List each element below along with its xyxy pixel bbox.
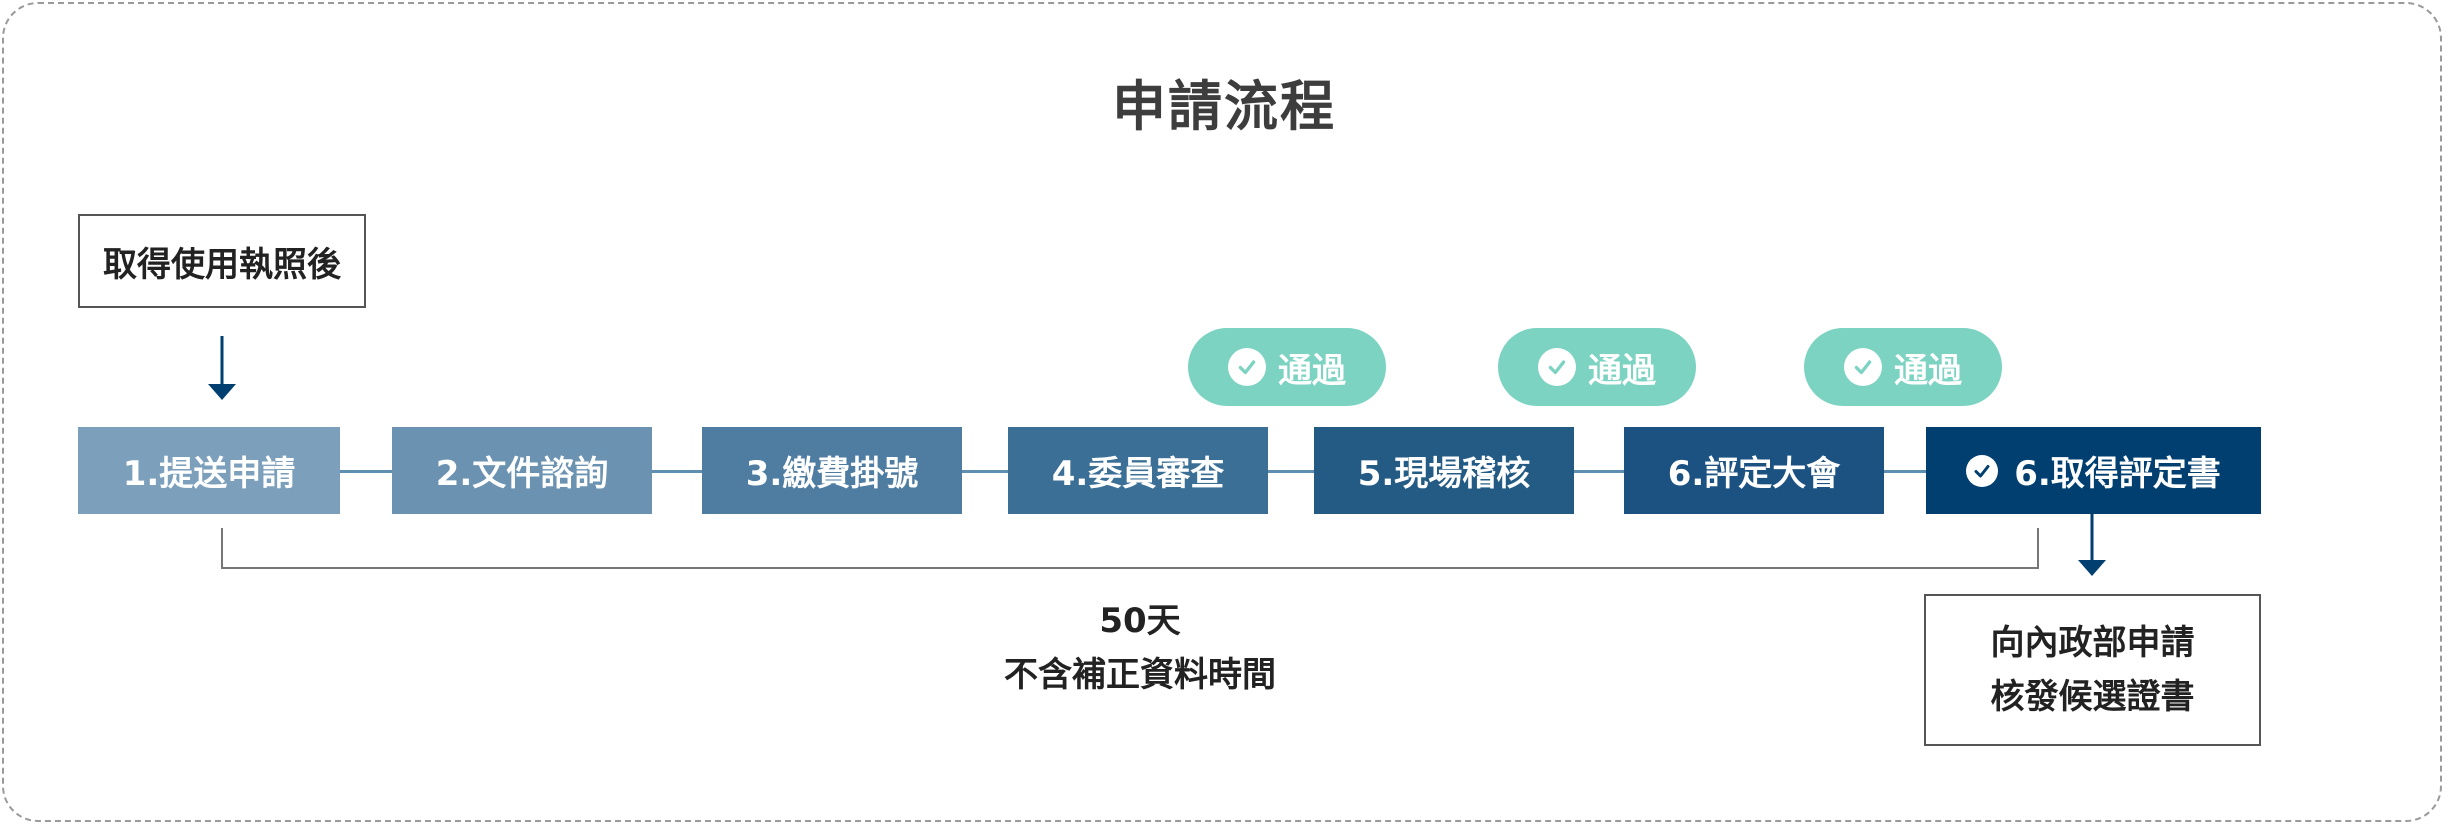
pass-badge: 通過 [1188,328,1386,406]
step-3-fee-registration: 3.繳費掛號 [702,427,962,514]
duration-bracket [221,528,2039,569]
step-label: 4.委員審查 [1051,454,1225,494]
step-label: 6.取得評定書 [2014,454,2221,494]
step-connector [652,470,702,473]
pass-badge-label: 通過 [1278,350,1346,391]
step-connector [1884,470,1926,473]
end-outcome-box: 向內政部申請 核發候選證書 [1924,594,2261,746]
arrow-down-icon [208,384,236,400]
pass-badge-label: 通過 [1894,350,1962,391]
duration-label: 50天 不含補正資料時間 [940,594,1340,702]
step-connector [1268,470,1314,473]
step-connector [1574,470,1624,473]
arrow-down-icon [2078,560,2106,576]
check-circle-icon [1844,348,1882,386]
step-connector [340,470,392,473]
pass-badge: 通過 [1804,328,2002,406]
pass-badge: 通過 [1498,328,1696,406]
step-7-obtain-certificate: 6.取得評定書 [1926,427,2261,514]
duration-days: 50天 [1099,601,1181,641]
step-5-site-audit: 5.現場稽核 [1314,427,1574,514]
step-1-submit: 1.提送申請 [78,427,340,514]
check-circle-icon [1538,348,1576,386]
step-connector [962,470,1008,473]
step-label: 1.提送申請 [122,454,296,494]
step-6-rating-meeting: 6.評定大會 [1624,427,1884,514]
start-condition-box: 取得使用執照後 [78,214,366,308]
step-2-consult: 2.文件諮詢 [392,427,652,514]
duration-note: 不含補正資料時間 [1004,655,1276,695]
check-circle-icon [1228,348,1266,386]
end-outcome-line-2: 核發候選證書 [1990,677,2195,717]
step-label: 3.繳費掛號 [745,454,919,494]
end-outcome-line-1: 向內政部申請 [1990,623,2195,663]
step-label: 2.文件諮詢 [435,454,609,494]
step-4-committee-review: 4.委員審查 [1008,427,1268,514]
check-circle-icon [1966,454,1999,487]
step-label: 5.現場稽核 [1357,454,1531,494]
step-label: 6.評定大會 [1667,454,1841,494]
page-title: 申請流程 [1112,75,1336,138]
pass-badge-label: 通過 [1588,350,1656,391]
